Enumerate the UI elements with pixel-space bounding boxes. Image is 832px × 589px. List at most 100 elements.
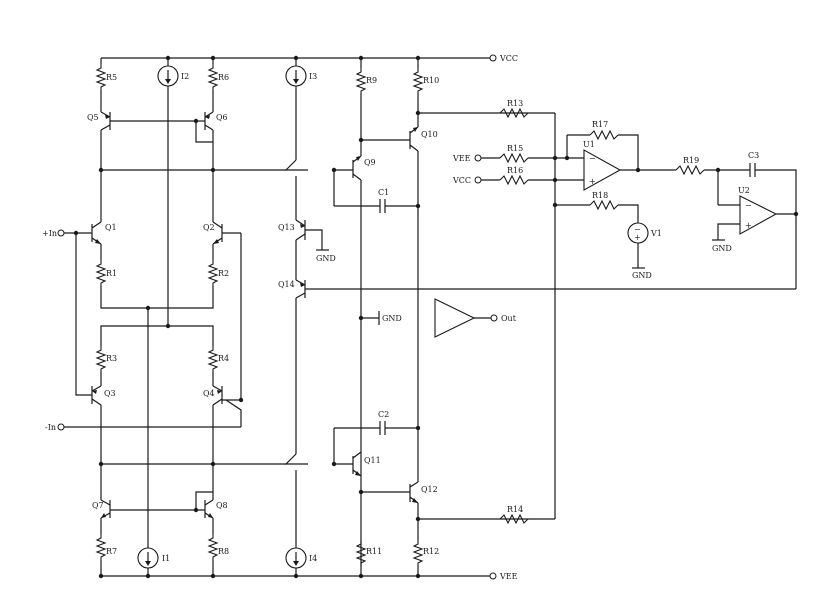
opamp-u2-stage: R19 C3 U2 − + GND <box>675 151 797 289</box>
resistor-r2 <box>207 260 219 286</box>
resistor-r16 <box>499 174 529 186</box>
r19-label: R19 <box>683 156 699 165</box>
resistor-r4 <box>207 346 219 372</box>
vcc-rail: VCC <box>101 54 518 63</box>
transistor-q13 <box>295 219 306 241</box>
q7-label: Q7 <box>92 501 104 510</box>
transistor-q1 <box>91 221 102 245</box>
transistor-q6 <box>204 111 214 131</box>
vee-input-label: VEE <box>452 154 471 163</box>
resistor-r14 <box>499 513 529 525</box>
resistor-r18 <box>589 199 619 211</box>
q8-label: Q8 <box>216 501 228 510</box>
transistor-q9 <box>352 155 362 181</box>
vee-rail: VEE <box>101 572 518 581</box>
u2-plus-pin: + <box>745 221 752 230</box>
q1-label: Q1 <box>105 223 117 232</box>
v1-plus: + <box>634 233 641 242</box>
u1-plus-pin: + <box>589 177 596 186</box>
q2-label: Q2 <box>203 223 215 232</box>
junction-dots <box>73 55 799 579</box>
r7-label: R7 <box>106 547 117 556</box>
q3-label: Q3 <box>104 389 116 398</box>
q12-label: Q12 <box>421 485 438 494</box>
resistor-r13 <box>499 107 529 119</box>
u2-minus-pin: − <box>745 201 752 210</box>
transistor-q5 <box>100 111 111 131</box>
opamp-u2 <box>739 195 778 235</box>
q14-label: Q14 <box>278 280 295 289</box>
r2-label: R2 <box>218 269 229 278</box>
transistor-q7 <box>100 499 111 519</box>
vcc-input-label: VCC <box>452 176 471 185</box>
in-minus-terminal[interactable] <box>57 423 65 431</box>
vcc-terminal[interactable] <box>489 54 497 62</box>
r18-label: R18 <box>592 191 608 200</box>
c1-label: C1 <box>378 188 389 197</box>
resistor-r8 <box>207 534 219 560</box>
in-plus-label: +In <box>42 229 57 238</box>
transistor-q10 <box>409 126 419 152</box>
r8-label: R8 <box>218 547 229 556</box>
i1-label: I1 <box>162 554 170 563</box>
in-plus-terminal[interactable] <box>57 229 65 237</box>
i2-label: I2 <box>181 72 189 81</box>
q5-label: Q5 <box>87 113 99 122</box>
gnd-label-mid: GND <box>382 314 402 323</box>
r6-label: R6 <box>218 73 229 82</box>
output-stage: R9 Q9 C1 R10 Q10 <box>333 58 555 576</box>
v1-label: V1 <box>650 229 662 238</box>
vee-terminal[interactable] <box>489 572 497 580</box>
i4-label: I4 <box>309 554 317 563</box>
resistor-r17 <box>589 129 619 141</box>
q9-label: Q9 <box>364 158 376 167</box>
r13-label: R13 <box>507 99 523 108</box>
vee-label: VEE <box>499 572 518 581</box>
output-buffer <box>434 298 476 338</box>
r4-label: R4 <box>218 354 229 363</box>
transistor-q12 <box>409 481 419 504</box>
r9-label: R9 <box>366 76 377 85</box>
gnd-label-q13: GND <box>316 254 336 263</box>
resistor-r5 <box>95 64 107 90</box>
r15-label: R15 <box>507 144 523 153</box>
resistor-r12 <box>412 540 424 566</box>
q4-label: Q4 <box>203 389 215 398</box>
r16-label: R16 <box>507 166 523 175</box>
vcc-label: VCC <box>499 54 518 63</box>
transistor-q14 <box>295 279 306 299</box>
q11-label: Q11 <box>364 456 381 465</box>
resistor-r15 <box>499 152 529 164</box>
r12-label: R12 <box>423 547 439 556</box>
resistor-r1 <box>95 260 107 286</box>
r10-label: R10 <box>423 76 439 85</box>
q13-label: Q13 <box>278 223 295 232</box>
r11-label: R11 <box>366 547 382 556</box>
opamp-u1 <box>583 149 622 191</box>
lower-input-stage: R3 Q3 R4 Q4 -In <box>45 233 242 576</box>
resistor-r7 <box>95 534 107 560</box>
q10-label: Q10 <box>421 130 438 139</box>
r14-label: R14 <box>507 505 523 514</box>
i3-label: I3 <box>309 72 317 81</box>
r1-label: R1 <box>106 269 117 278</box>
c2-label: C2 <box>378 410 389 419</box>
transistor-q4 <box>212 385 223 406</box>
opamp-u1-stage: VEE R15 VCC R16 U1 − + R17 R18 − + V1 GN… <box>452 120 676 280</box>
vcc-input-terminal[interactable] <box>474 176 482 184</box>
vee-input-terminal[interactable] <box>474 154 482 162</box>
resistor-r3 <box>95 346 107 372</box>
transistor-q8 <box>204 499 214 519</box>
gnd-label-u2: GND <box>712 244 732 253</box>
transistor-q3 <box>91 385 102 406</box>
r5-label: R5 <box>106 73 117 82</box>
v1-minus: − <box>634 225 641 234</box>
resistor-r10 <box>412 68 424 94</box>
c3-label: C3 <box>748 151 759 160</box>
u1-minus-pin: − <box>589 154 596 163</box>
out-label: Out <box>501 314 517 323</box>
resistor-r19 <box>675 164 705 176</box>
out-terminal[interactable] <box>490 314 498 322</box>
upper-input-stage: R5 Q5 R6 Q6 I2 <box>42 58 241 326</box>
